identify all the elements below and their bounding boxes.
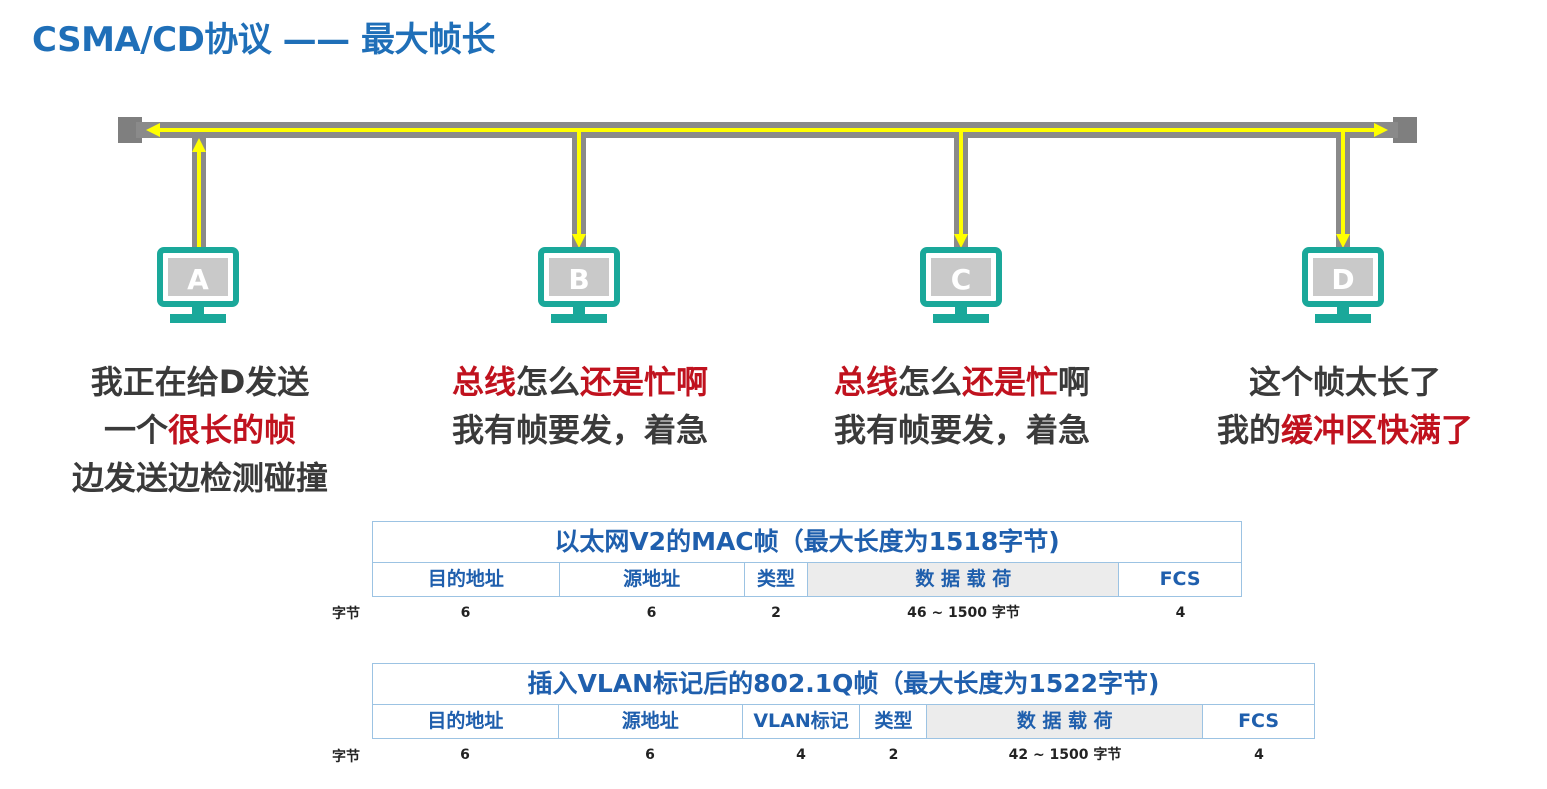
frame-v2-bytes-src: 6	[646, 605, 657, 621]
monitor-icon-b: B	[538, 247, 620, 323]
caption-d-line2-pre: 我的	[1216, 411, 1281, 449]
frame-v2-fields: 目的地址 源地址 类型 数 据 载 荷 FCS	[372, 563, 1242, 597]
caption-c-red2: 还是忙	[962, 363, 1059, 401]
caption-a-line2-pre: 一个	[103, 411, 168, 449]
caption-station-d: 这个帧太长了 我的缓冲区快满了	[1190, 358, 1500, 454]
frame-v2-unit-label: 字节	[332, 606, 360, 622]
frame-vlan-table: 插入VLAN标记后的802.1Q帧（最大长度为1522字节) 目的地址 源地址 …	[372, 663, 1315, 773]
caption-b-mid: 怎么	[515, 363, 580, 401]
monitor-icon-a: A	[157, 247, 239, 323]
frame-v2-bytes-payload: 46 ~ 1500 字节	[907, 605, 1020, 621]
frame-v2-field-src: 源地址	[560, 563, 745, 596]
caption-b-red2: 还是忙啊	[580, 363, 709, 401]
caption-c-red1: 总线	[833, 363, 898, 401]
frame-v2-bytes-type: 2	[771, 605, 781, 621]
frame-vlan-bytes-type: 2	[888, 747, 899, 763]
caption-a-line1: 我正在给D发送	[90, 363, 310, 401]
caption-a-line2: 一个很长的帧	[50, 406, 350, 454]
frame-v2-bytes-fcs: 4	[1175, 605, 1186, 621]
caption-d-line2-red: 缓冲区快满了	[1281, 411, 1474, 449]
caption-station-a: 我正在给D发送 一个很长的帧 边发送边检测碰撞	[50, 358, 350, 502]
station-label-c: C	[951, 263, 972, 296]
caption-d-line1: 这个帧太长了	[1248, 363, 1441, 401]
frame-vlan-bytes-tag: 4	[796, 747, 806, 763]
frame-v2-field-payload: 数 据 载 荷	[808, 563, 1120, 596]
frame-vlan-title: 插入VLAN标记后的802.1Q帧（最大长度为1522字节)	[372, 663, 1315, 705]
page-title: CSMA/CD协议 —— 最大帧长	[32, 20, 495, 60]
frame-vlan-field-dst: 目的地址	[373, 705, 559, 738]
caption-station-b: 总线怎么还是忙啊 我有帧要发，着急	[425, 358, 735, 454]
frame-v2-table: 以太网V2的MAC帧（最大长度为1518字节) 目的地址 源地址 类型 数 据 …	[372, 521, 1242, 631]
frame-vlan-field-src: 源地址	[559, 705, 743, 738]
signal-d-arrow	[1336, 234, 1350, 248]
signal-c-arrow	[954, 234, 968, 248]
frame-vlan-field-fcs: FCS	[1203, 705, 1315, 738]
caption-b-red1: 总线	[451, 363, 516, 401]
caption-station-c: 总线怎么还是忙啊 我有帧要发，着急	[807, 358, 1117, 454]
frame-v2-bytes-dst: 6	[460, 605, 471, 621]
caption-c-line2: 我有帧要发，着急	[833, 411, 1090, 449]
caption-a-line2-red: 很长的帧	[168, 411, 297, 449]
frame-v2-field-dst: 目的地址	[373, 563, 560, 596]
frame-vlan-fields: 目的地址 源地址 VLAN标记 类型 数 据 载 荷 FCS	[372, 705, 1315, 739]
frame-vlan-bytes-dst: 6	[460, 747, 470, 763]
station-label-d: D	[1331, 263, 1354, 296]
caption-d-line2: 我的缓冲区快满了	[1190, 406, 1500, 454]
station-label-b: B	[568, 263, 589, 296]
caption-b-line2: 我有帧要发，着急	[451, 411, 708, 449]
signal-arrow-right	[1374, 123, 1388, 137]
monitor-icon-c: C	[920, 247, 1002, 323]
frame-vlan-bytes-fcs: 4	[1254, 747, 1264, 763]
caption-c-line1: 总线怎么还是忙啊	[807, 358, 1117, 406]
frame-v2-title: 以太网V2的MAC帧（最大长度为1518字节)	[372, 521, 1242, 563]
frame-vlan-bytes-src: 6	[645, 747, 655, 763]
frame-vlan-field-type: 类型	[860, 705, 928, 738]
signal-a-arrow	[192, 138, 206, 152]
frame-vlan-bytes: 6 6 4 2 42 ~ 1500 字节 4	[372, 743, 1315, 767]
frame-v2-bytes: 6 6 2 46 ~ 1500 字节 4	[372, 601, 1242, 625]
monitor-icon-d: D	[1302, 247, 1384, 323]
station-label-a: A	[187, 263, 209, 296]
frame-vlan-bytes-payload: 42 ~ 1500 字节	[1008, 747, 1122, 763]
caption-c-mid: 怎么	[897, 363, 962, 401]
frame-v2-field-type: 类型	[745, 563, 809, 596]
signal-arrow-left	[146, 123, 160, 137]
frame-v2-field-fcs: FCS	[1119, 563, 1242, 596]
bus-network-diagram: A B C D	[118, 117, 1417, 323]
caption-b-line1: 总线怎么还是忙啊	[425, 358, 735, 406]
caption-a-line3: 边发送边检测碰撞	[71, 459, 328, 497]
frame-vlan-field-payload: 数 据 载 荷	[927, 705, 1204, 738]
caption-c-post: 啊	[1058, 363, 1091, 401]
signal-b-arrow	[572, 234, 586, 248]
frame-vlan-unit-label: 字节	[332, 749, 360, 765]
frame-vlan-field-tag: VLAN标记	[743, 705, 861, 738]
